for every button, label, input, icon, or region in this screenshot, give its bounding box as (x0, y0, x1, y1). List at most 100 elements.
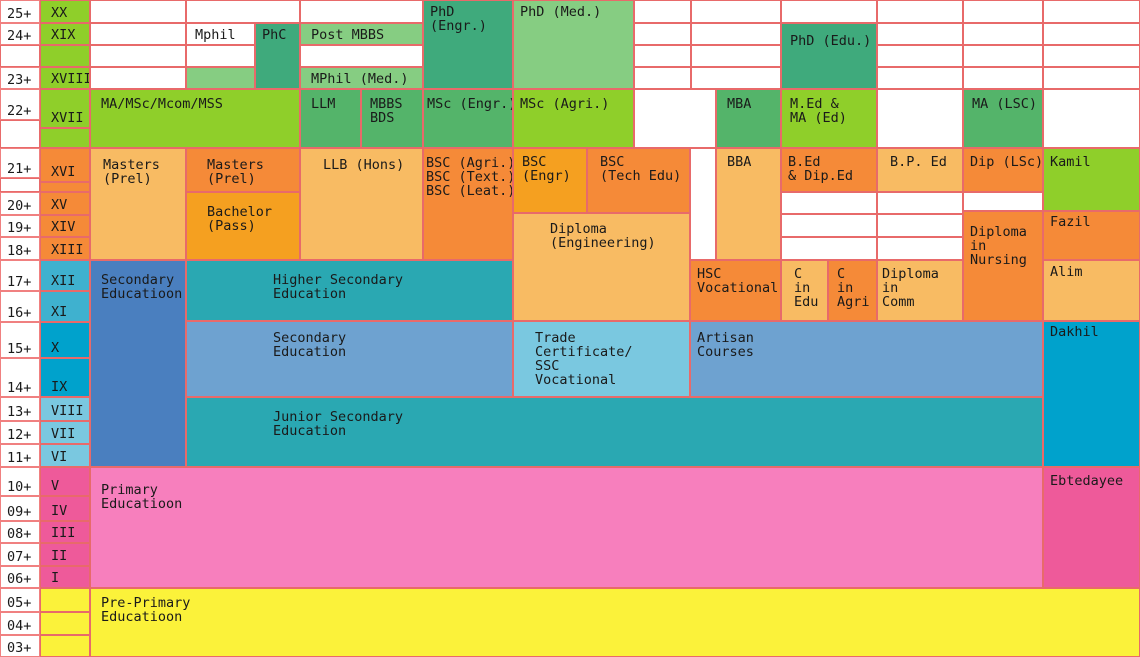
education-block: MA (LSC) (963, 89, 1043, 148)
grade-text: XIV (51, 219, 76, 235)
age-text: 20+ (7, 198, 32, 214)
grid-cell (90, 45, 186, 67)
education-block: PhD (Engr.) (423, 0, 513, 89)
grade-text: XI (51, 304, 68, 320)
block-label: Pre-Primary Educatioon (101, 595, 191, 625)
education-block: MSc (Agri.) (513, 89, 634, 148)
grid-cell (877, 89, 963, 148)
block-label: Masters (Prel) (207, 157, 264, 187)
age-label: 19+ (0, 215, 40, 237)
grade-label: VI (40, 444, 90, 467)
grid-cell (1043, 45, 1140, 67)
grid-cell (963, 0, 1043, 23)
block-label: PhD (Med.) (520, 4, 602, 20)
age-text: 19+ (7, 220, 32, 236)
education-block: Post MBBS (300, 23, 423, 45)
education-block: Junior Secondary Education (186, 397, 1043, 467)
block-label: BSC (Engr) (522, 154, 571, 184)
grid-cell (1043, 0, 1140, 23)
grade-label: XI (40, 291, 90, 322)
grid-cell (186, 67, 255, 89)
block-label: Masters (Prel) (103, 157, 160, 187)
grid-cell (300, 0, 423, 23)
block-label: Secondary Educatioon (101, 272, 183, 302)
grid-cell (1043, 23, 1140, 45)
grade-text: VI (51, 449, 68, 465)
age-label: 05+ (0, 588, 40, 612)
education-block: PhD (Med.) (513, 0, 634, 89)
grid-cell (877, 192, 963, 214)
age-text: 23+ (7, 72, 32, 88)
education-block: LLM (300, 89, 361, 148)
grade-label: X (40, 322, 90, 358)
grid-cell (90, 23, 186, 45)
block-label: C in Edu (794, 266, 819, 310)
grid-cell (781, 237, 877, 260)
age-text: 05+ (7, 595, 32, 611)
grade-text: XX (51, 5, 68, 21)
grade-label: XVII (40, 89, 90, 128)
block-label: MPhil (Med.) (311, 71, 409, 87)
grade-label: II (40, 543, 90, 566)
education-block: PhC (255, 23, 300, 89)
age-label: 15+ (0, 322, 40, 358)
education-block: MBBS BDS (361, 89, 423, 148)
grade-label: XIX (40, 23, 90, 45)
grade-text: III (51, 525, 76, 541)
education-block: Kamil (1043, 148, 1140, 211)
education-block: BBA (716, 148, 781, 260)
grade-text: VIII (51, 403, 84, 419)
block-label: Dip (LSc) (970, 154, 1043, 170)
grid-cell (40, 588, 90, 612)
block-label: Artisan Courses (697, 330, 754, 360)
block-label: MBBS BDS (370, 96, 403, 126)
block-label: MA (LSC) (972, 96, 1038, 112)
grade-label: V (40, 467, 90, 496)
block-label: Kamil (1050, 154, 1091, 170)
block-label: Junior Secondary Education (273, 409, 404, 439)
grid-cell (691, 67, 781, 89)
grade-text: XII (51, 273, 76, 289)
grid-cell (963, 23, 1043, 45)
education-block: BSC (Engr) (513, 148, 587, 213)
age-text: 25+ (7, 6, 32, 22)
grid-cell (1043, 67, 1140, 89)
age-text: 15+ (7, 341, 32, 357)
block-label: C in Agri (837, 266, 870, 310)
age-label: 04+ (0, 612, 40, 635)
education-block: C in Edu (781, 260, 828, 321)
age-label: 23+ (0, 67, 40, 89)
grid-cell (877, 0, 963, 23)
age-label: 20+ (0, 192, 40, 215)
grade-text: XVIII (51, 71, 90, 87)
grid-cell (877, 67, 963, 89)
grade-label: XIV (40, 215, 90, 237)
block-label: PhD (Engr.) (430, 4, 487, 34)
age-label: 13+ (0, 397, 40, 421)
block-label: Ebtedayee (1050, 473, 1124, 489)
education-block: MPhil (Med.) (300, 67, 423, 89)
education-block: Masters (Prel) (90, 148, 186, 260)
age-label: 22+ (0, 89, 40, 120)
block-label: HSC Vocational (697, 266, 779, 296)
grid-cell (40, 612, 90, 635)
grade-text: II (51, 548, 68, 564)
grid-cell (90, 0, 186, 23)
grid-cell (300, 45, 423, 67)
age-label: 21+ (0, 148, 40, 178)
age-text: 22+ (7, 103, 32, 119)
block-label: BSC (Tech Edu) (600, 154, 682, 184)
age-label: 24+ (0, 23, 40, 45)
education-block: Diploma in Comm (877, 260, 963, 321)
grid-cell (781, 0, 877, 23)
block-label: Mphil (195, 27, 236, 43)
block-label: MA/MSc/Mcom/MSS (101, 96, 223, 112)
education-block: Dakhil (1043, 321, 1140, 467)
grid-cell (0, 45, 40, 67)
grid-cell (691, 23, 781, 45)
grid-cell (634, 89, 716, 148)
education-block: C in Agri (828, 260, 877, 321)
education-block: HSC Vocational (690, 260, 781, 321)
block-label: Primary Educatioon (101, 482, 183, 512)
education-block: PhD (Edu.) (781, 23, 877, 89)
